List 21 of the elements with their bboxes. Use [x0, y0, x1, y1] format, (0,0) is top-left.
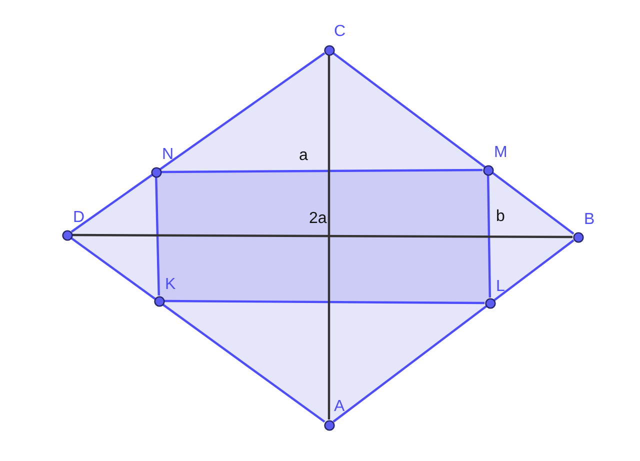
- point-label: L: [496, 279, 505, 295]
- line-segment: [72, 234, 572, 238]
- line-segment: [164, 300, 484, 304]
- length-label: 2a: [309, 211, 327, 227]
- point-label: C: [334, 24, 346, 40]
- point-label: N: [162, 147, 174, 163]
- line-segment: [486, 175, 492, 298]
- line-segment: [332, 52, 574, 235]
- point-label: K: [165, 277, 176, 293]
- point-label: A: [334, 399, 345, 415]
- line-segment: [328, 56, 330, 420]
- line-segment: [70, 52, 326, 233]
- line-segment: [70, 237, 326, 423]
- point-label: B: [584, 212, 595, 228]
- length-label: a: [299, 148, 308, 164]
- line-segment: [155, 177, 160, 296]
- point-label: D: [73, 210, 85, 226]
- line-segment: [162, 168, 482, 174]
- length-label: b: [496, 209, 505, 225]
- line-segment: [332, 239, 574, 423]
- point-label: M: [494, 145, 508, 161]
